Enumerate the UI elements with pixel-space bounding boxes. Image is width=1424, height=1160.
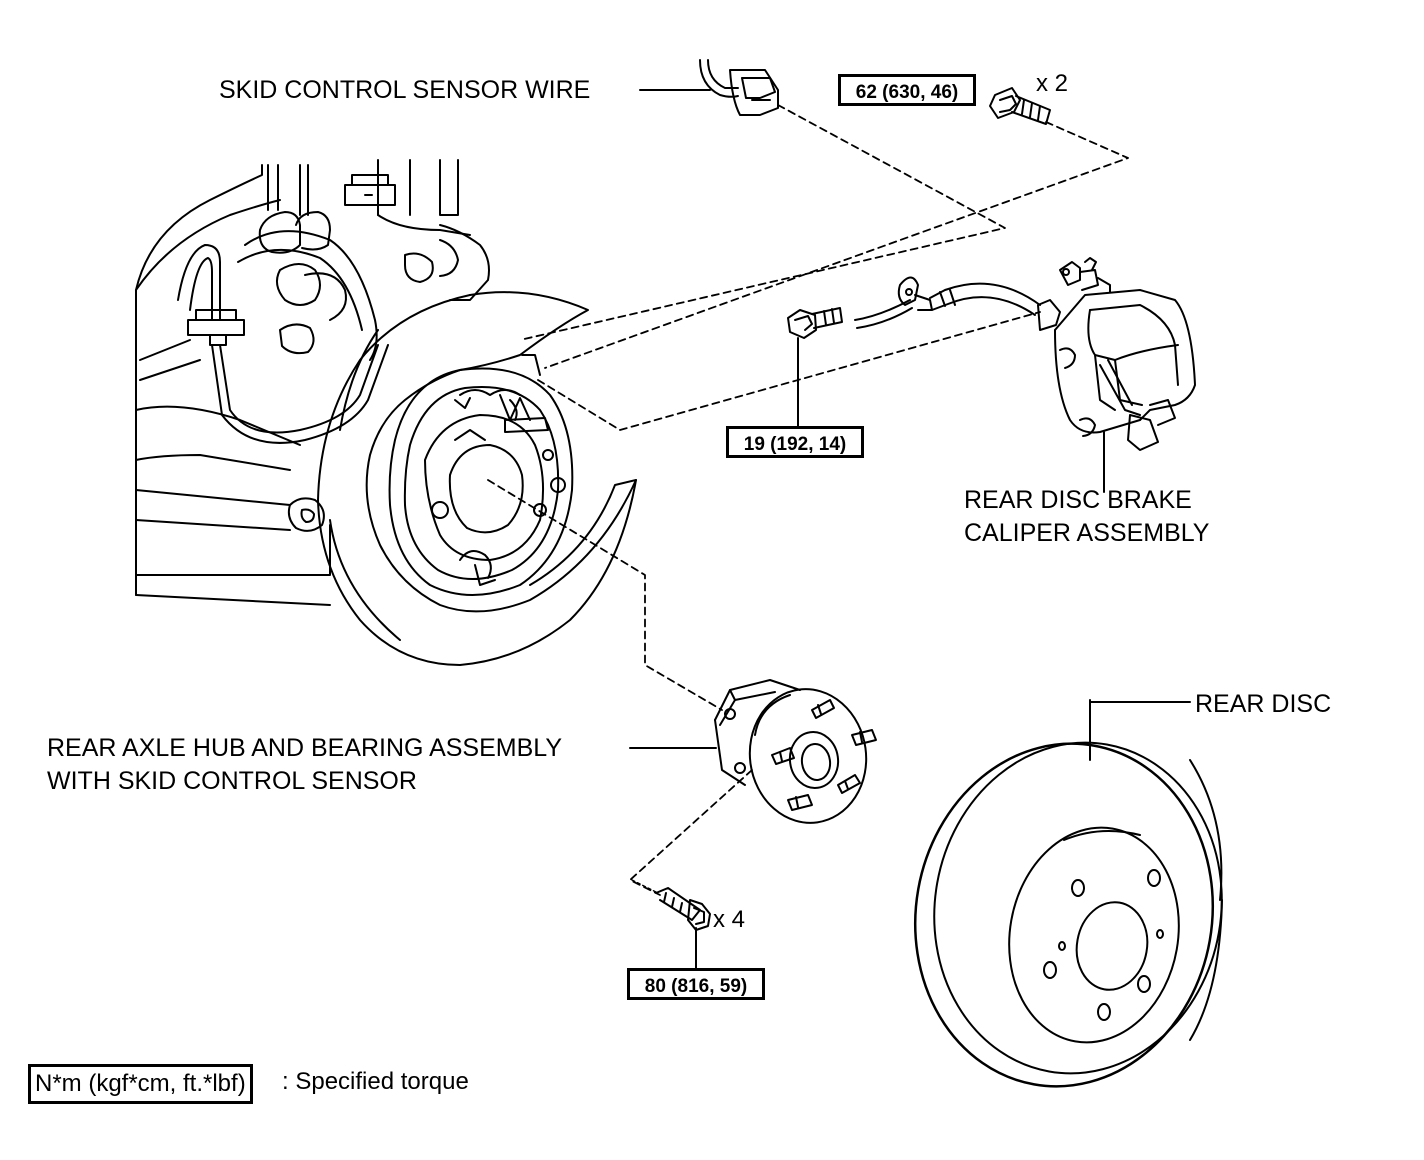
brake-shoe-drawing (388, 367, 574, 596)
torque-box-hub-bolts: 80 (816, 59) (627, 968, 765, 1000)
rear-disc-drawing (913, 741, 1223, 1088)
dust-shield-drawing (317, 291, 637, 666)
hub-bearing-drawing (714, 679, 877, 824)
torque-box-caliper-bolts: 62 (630, 46) (838, 74, 976, 106)
hub-bolt-quantity: x 4 (713, 906, 746, 933)
rear-disc-label: REAR DISC (1195, 690, 1332, 718)
leader-lines (629, 89, 1191, 971)
hub-bolt-drawing (655, 887, 711, 931)
assembly-dashed-lines (487, 104, 1129, 896)
caliper-label-line2: CALIPER ASSEMBLY (964, 519, 1210, 547)
torque-box-sensor-bolt: 19 (192, 14) (726, 426, 864, 458)
hub-label-line1: REAR AXLE HUB AND BEARING ASSEMBLY (47, 734, 562, 762)
caliper-bolt-quantity: x 2 (1036, 70, 1069, 97)
skid-sensor-wire-label: SKID CONTROL SENSOR WIRE (219, 76, 591, 104)
brake-caliper-drawing (854, 257, 1196, 451)
legend-description: : Specified torque (282, 1068, 469, 1095)
caliper-label-line1: REAR DISC BRAKE (964, 486, 1192, 514)
skid-sensor-wire-connector (699, 59, 779, 116)
legend-unit-box: N*m (kgf*cm, ft.*lbf) (28, 1064, 253, 1104)
caliper-bolt-drawing (989, 87, 1051, 125)
hub-label-line2: WITH SKID CONTROL SENSOR (47, 767, 417, 795)
sensor-bolt-drawing (787, 307, 843, 339)
suspension-knuckle-drawing (135, 159, 490, 606)
